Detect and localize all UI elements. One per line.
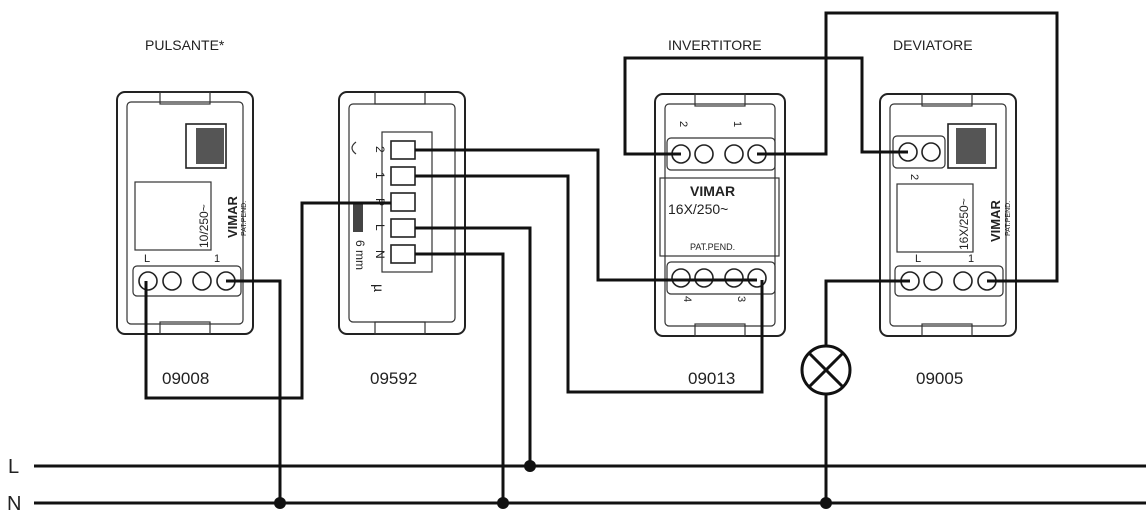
strip-gauge-icon bbox=[353, 204, 363, 232]
wire-pulsante-to-p bbox=[144, 201, 391, 400]
terminal-label-4: 4 bbox=[681, 296, 693, 302]
wire-n-to-neutral bbox=[415, 252, 505, 503]
strip-length-label: 6 mm bbox=[353, 240, 367, 270]
rating-label: 16X/250~ bbox=[957, 198, 971, 250]
device-code: 09008 bbox=[162, 369, 209, 388]
device-deviatore: DEVIATORE 2 VIMAR 16X/250~ PAT.PEND. L 1… bbox=[879, 37, 1017, 388]
terminal-label-1: 1 bbox=[214, 253, 220, 265]
device-invertitore: INVERTITORE 2 1 VIMAR 16X/250~ PAT.PEND.… bbox=[654, 37, 786, 388]
junction-dot-icon bbox=[497, 497, 509, 509]
device-code: 09005 bbox=[916, 369, 963, 388]
device-heading: INVERTITORE bbox=[668, 37, 762, 53]
terminal-label-l: L bbox=[144, 253, 150, 265]
wire-deviatore-to-lamp bbox=[824, 279, 910, 346]
screw-terminal-icon bbox=[138, 271, 158, 291]
device-heading: PULSANTE* bbox=[145, 37, 225, 53]
junction-dot-icon bbox=[820, 497, 832, 509]
device-09592: 2 1 P L N 6 mm µ 09592 bbox=[338, 91, 466, 388]
terminal-label-2: 2 bbox=[677, 121, 689, 127]
junction-dot-icon bbox=[274, 497, 286, 509]
terminal-label-2: 2 bbox=[373, 146, 387, 153]
wire-invertitore-2-to-deviatore bbox=[623, 56, 908, 156]
rating-label: 16X/250~ bbox=[668, 201, 728, 217]
device-code: 09013 bbox=[688, 369, 735, 388]
patent-label: PAT.PEND. bbox=[690, 242, 735, 252]
junction-dot-icon bbox=[524, 460, 536, 472]
device-heading: DEVIATORE bbox=[893, 37, 973, 53]
terminal-label-1: 1 bbox=[373, 172, 387, 179]
micro-symbol: µ bbox=[371, 284, 387, 292]
patent-label: PAT.PEND. bbox=[241, 201, 248, 236]
brand-label: VIMAR bbox=[225, 196, 240, 239]
terminal-label-1: 1 bbox=[731, 121, 743, 127]
terminal-label-1: 1 bbox=[968, 253, 974, 265]
device-pulsante: PULSANTE* VIMAR 10/250~ PAT.PEND. L 1 09… bbox=[116, 37, 254, 388]
lamp-symbol-icon bbox=[800, 344, 852, 396]
terminal-label-l: L bbox=[373, 224, 387, 231]
brand-label: VIMAR bbox=[988, 200, 1003, 243]
terminal-label-2: 2 bbox=[908, 174, 920, 180]
terminal-label-3: 3 bbox=[735, 296, 747, 302]
wire-pulsante-to-neutral bbox=[226, 279, 282, 503]
bus-lines: L N bbox=[7, 456, 1146, 513]
wire-invertitore-1-to-deviatore bbox=[757, 11, 1059, 283]
bus-label-line: L bbox=[8, 456, 19, 478]
wire-2-to-invertitore bbox=[415, 148, 757, 282]
bus-label-neutral: N bbox=[7, 493, 21, 513]
device-code: 09592 bbox=[370, 369, 417, 388]
brand-label: VIMAR bbox=[690, 183, 735, 199]
terminal-label-n: N bbox=[373, 250, 387, 259]
patent-label: PAT.PEND. bbox=[1005, 201, 1012, 236]
wire-1-to-invertitore bbox=[415, 174, 764, 394]
wiring bbox=[144, 11, 1059, 503]
terminal-label-l: L bbox=[915, 253, 921, 265]
rating-label: 10/250~ bbox=[197, 204, 211, 248]
wire-l-to-line bbox=[415, 226, 532, 466]
